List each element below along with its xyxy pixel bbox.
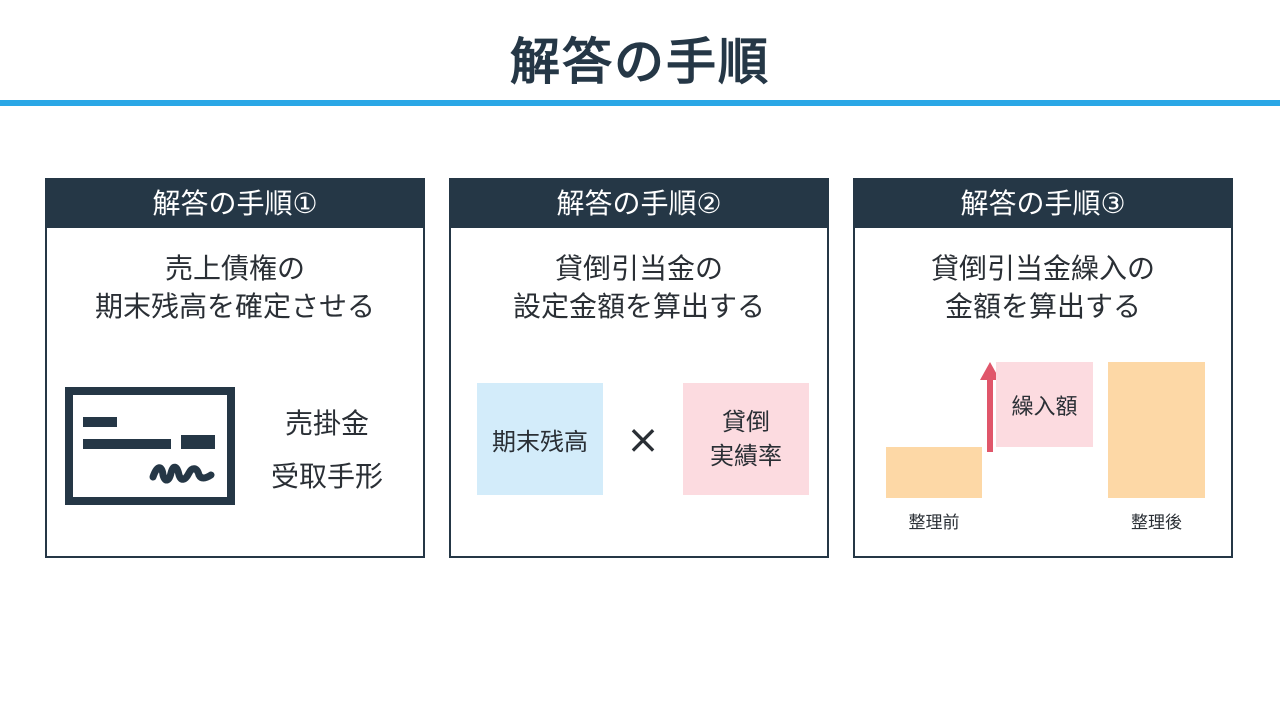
multiply-sign: × (626, 417, 660, 463)
loss-rate-box: 貸倒 実績率 (683, 383, 809, 495)
after-adjustment-label: 整理後 (1131, 513, 1182, 533)
step-description: 売上債権の 期末残高を確定させる (47, 250, 423, 326)
loss-rate-line: 実績率 (710, 442, 782, 470)
after-adjustment-bar (1108, 362, 1205, 498)
step-description-line: 設定金額を算出する (512, 290, 765, 323)
step-card-header: 解答の手順③ (855, 180, 1231, 228)
step-card-1: 解答の手順① 売上債権の 期末残高を確定させる 売掛金 受取手形 (45, 178, 425, 558)
step-description-line: 貸倒引当金繰入の (930, 252, 1155, 285)
title-divider (0, 100, 1280, 106)
step-description-line: 期末残高を確定させる (94, 290, 375, 323)
provision-increment-box: 繰入額 (996, 362, 1093, 447)
receivable-item: 売掛金 (284, 407, 369, 440)
step-card-header: 解答の手順① (47, 180, 423, 228)
step-description: 貸倒引当金繰入の 金額を算出する (855, 250, 1231, 326)
receivable-item: 受取手形 (270, 460, 383, 493)
step-card-2: 解答の手順② 貸倒引当金の 設定金額を算出する 期末残高 × 貸倒 実績率 (449, 178, 829, 558)
step-card-3: 解答の手順③ 貸倒引当金繰入の 金額を算出する 繰入額 整理前 整理後 (853, 178, 1233, 558)
step-description-line: 貸倒引当金の (554, 252, 723, 285)
page-title: 解答の手順 (510, 33, 770, 91)
step-card-header: 解答の手順② (451, 180, 827, 228)
before-adjustment-bar (886, 447, 982, 498)
before-adjustment-label: 整理前 (908, 513, 960, 533)
step-description-line: 金額を算出する (944, 290, 1141, 323)
step-description: 貸倒引当金の 設定金額を算出する (451, 250, 827, 326)
cheque-icon (65, 387, 235, 505)
ending-balance-box: 期末残高 (477, 383, 603, 495)
arrow-up-icon (980, 362, 1000, 452)
loss-rate-line: 貸倒 (722, 408, 770, 436)
step-description-line: 売上債権の (164, 252, 305, 285)
